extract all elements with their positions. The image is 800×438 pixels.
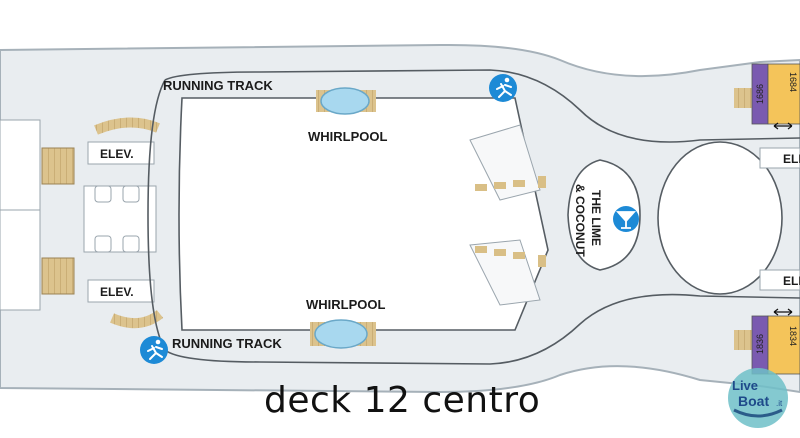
bar-name-label: THE LIME [589, 190, 603, 246]
whirlpool-label: WHIRLPOOL [308, 129, 387, 144]
cocktail-bar-icon [613, 206, 639, 232]
cabin-number: 1836 [755, 334, 765, 354]
elevator-label: ELEV. [100, 147, 134, 161]
bar-enclosure [567, 159, 641, 271]
svg-text:.it: .it [776, 399, 783, 408]
cabin-number: 1686 [755, 84, 765, 104]
liveboat-logo: Live Boat .it [728, 368, 788, 428]
elevator-right-top-box [759, 147, 800, 169]
sun-loungers [469, 124, 546, 306]
forward-structure [0, 117, 164, 329]
whirlpool-bottom [310, 319, 376, 349]
running-icon [140, 336, 168, 364]
running-icon [489, 74, 517, 102]
svg-text:Live: Live [732, 378, 758, 393]
elevator-label: ELE [783, 152, 800, 166]
running-track-label: RUNNING TRACK [172, 336, 282, 351]
bar-name-label: & COCONUT [573, 184, 587, 257]
running-track-label: RUNNING TRACK [163, 78, 273, 93]
atrium-oval [657, 141, 783, 295]
running-track [147, 69, 800, 365]
whirlpool-top [316, 87, 376, 115]
svg-text:Boat: Boat [738, 393, 769, 409]
whirlpool-label: WHIRLPOOL [306, 297, 385, 312]
elevator-label: ELEV. [100, 285, 134, 299]
map-caption: deck 12 centro [264, 380, 541, 421]
cabin-number: 1834 [788, 326, 798, 346]
elevator-label: ELE [783, 274, 800, 288]
pool-deck-area [178, 97, 549, 331]
cabins-bottom [734, 308, 800, 375]
cabin-number: 1684 [788, 72, 798, 92]
elevator-right-bottom-box [759, 269, 800, 291]
cabins-top [734, 63, 800, 130]
